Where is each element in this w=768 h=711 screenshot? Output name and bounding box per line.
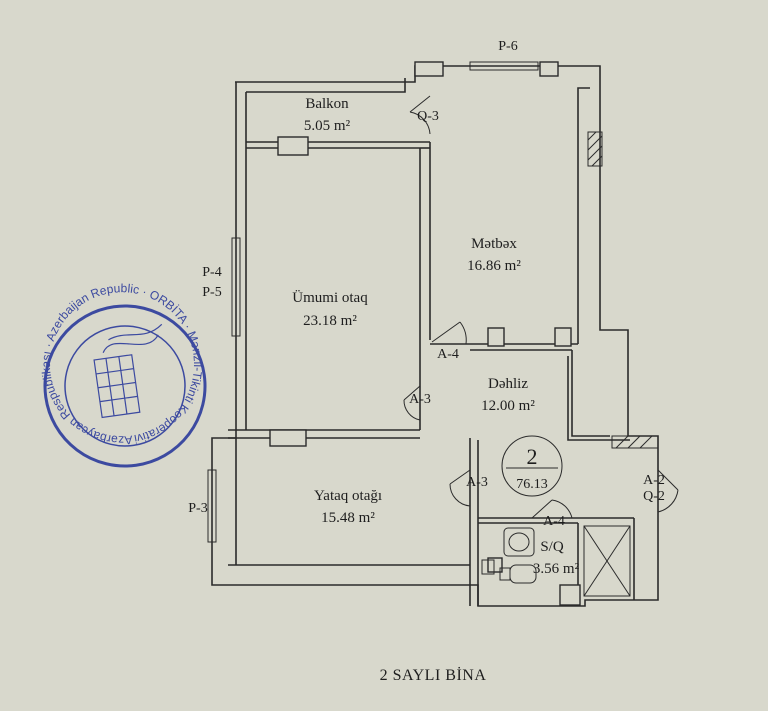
tag-p6: P-6 [498, 39, 517, 54]
room-name-metbex: Mətbəx [471, 236, 517, 252]
element-tags: P-6 P-4 P-5 P-3 Q-3 A-4 A-3 A-3 A-4 A-2 … [188, 39, 665, 529]
plan-title: 2 SAYLI BİNA [380, 666, 487, 684]
room-area-umumi-otaq: 23.18 m² [303, 313, 357, 329]
room-name-sq: S/Q [540, 539, 564, 555]
room-area-dehliz: 12.00 m² [481, 398, 535, 414]
tag-a2: A-2 [643, 473, 665, 488]
vent-shafts [587, 131, 659, 449]
room-area-yataq-otagi: 15.48 m² [321, 510, 375, 526]
room-area-metbex: 16.86 m² [467, 258, 521, 274]
apartment-area: 76.13 [516, 477, 548, 492]
tag-a3-upper: A-3 [409, 392, 431, 407]
apartment-marker: 2 76.13 [501, 435, 563, 497]
wall-blocks [269, 61, 581, 606]
room-area-balkon: 5.05 m² [304, 118, 351, 134]
bathroom-fixtures [481, 525, 631, 597]
windows [207, 61, 539, 543]
tag-q2: Q-2 [643, 489, 665, 504]
room-name-dehliz: Dəhliz [488, 376, 528, 392]
tag-a3-lower: A-3 [466, 475, 488, 490]
tag-p4: P-4 [202, 265, 221, 280]
tag-a4-top: A-4 [437, 347, 459, 362]
door-swings [403, 95, 679, 519]
room-labels: Balkon 5.05 m² Mətbəx 16.86 m² Ümumi ota… [292, 96, 579, 577]
tag-q3: Q-3 [417, 109, 439, 124]
stamp-ring-text: Azərbaycan Respublikası · Azerbaijan Rep… [0, 0, 216, 465]
room-area-sq: 3.56 m² [533, 561, 580, 577]
room-name-yataq-otagi: Yataq otağı [314, 488, 382, 504]
tag-a4-lower: A-4 [543, 514, 565, 529]
interior-walls [228, 87, 635, 606]
tag-p3: P-3 [188, 501, 207, 516]
cooperative-stamp: Azərbaycan Respublikası · Azerbaijan Rep… [0, 0, 216, 468]
tag-p5: P-5 [202, 285, 221, 300]
apartment-number: 2 [527, 444, 538, 469]
room-name-umumi-otaq: Ümumi otaq [292, 289, 368, 306]
room-name-balkon: Balkon [305, 96, 349, 112]
